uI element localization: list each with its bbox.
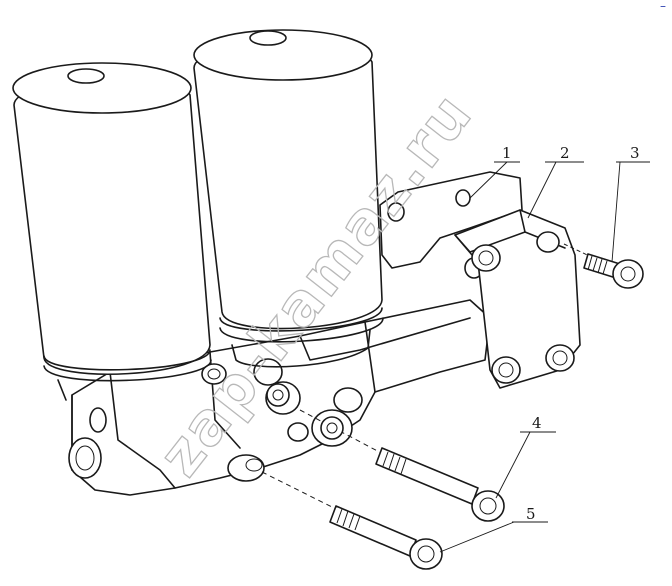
filter-canister-left: [12, 62, 212, 401]
bolt-5: [261, 471, 443, 570]
callout-leaders: [439, 161, 650, 553]
mounting-plate: [454, 209, 581, 389]
corner-mark: –: [660, 0, 666, 13]
callout-4: 4: [532, 414, 542, 432]
plate-bolt: [545, 344, 575, 372]
bolt-3: [563, 243, 644, 289]
plate-bolt: [471, 244, 501, 272]
callout-1: 1: [502, 144, 512, 162]
callout-5: 5: [526, 505, 536, 523]
banjo-bolt: [266, 383, 344, 440]
filter-canister-right: [193, 29, 384, 368]
callout-3: 3: [630, 144, 640, 162]
plate-bolt: [491, 356, 521, 384]
mounting-bracket: [379, 171, 523, 269]
bolt-4: [299, 409, 505, 522]
callout-2: 2: [560, 144, 570, 162]
